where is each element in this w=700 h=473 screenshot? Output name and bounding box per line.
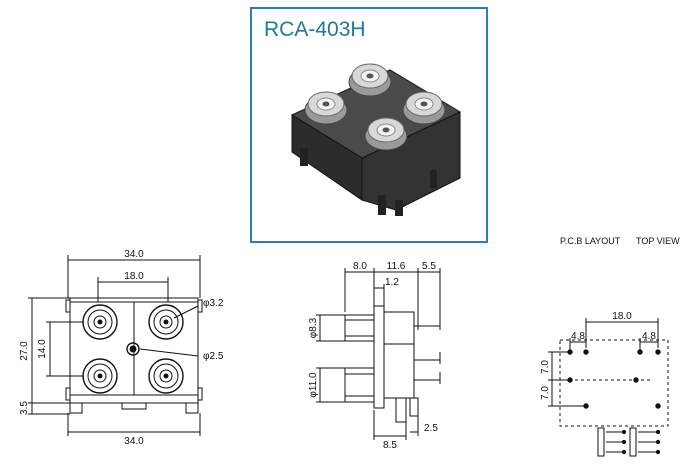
front-dim-hole: φ3.2 (203, 298, 224, 309)
pcb-dim-right: 4.8 (642, 331, 656, 342)
front-dim-base: 3.5 (19, 401, 30, 415)
side-dim-d: 1.2 (385, 277, 399, 288)
jack-3-icon (402, 91, 446, 125)
jack-4-icon (364, 117, 408, 151)
pcb-dim-row1: 7.0 (540, 360, 551, 374)
front-dim-span: 18.0 (124, 271, 144, 282)
side-dim-b: 11.6 (387, 261, 406, 272)
front-dim-width: 34.0 (124, 249, 144, 260)
pcb-dim-left: 4.8 (571, 331, 585, 342)
side-dim-upper-dia: φ8.3 (308, 317, 319, 338)
pcb-dim-width: 18.0 (612, 311, 632, 322)
side-dim-lower-dia: φ11.0 (308, 372, 319, 398)
side-view-labels: 8.0 11.6 5.5 1.2 φ8.3 φ11.0 8.5 2.5 (308, 261, 438, 451)
front-view (28, 255, 203, 436)
side-dim-bottom-b: 2.5 (424, 423, 438, 434)
side-dim-bottom-a: 8.5 (383, 440, 397, 451)
side-dim-c: 5.5 (422, 261, 436, 272)
product-photo (290, 63, 462, 216)
jack-2-icon (348, 63, 392, 97)
front-dim-bottom: 34.0 (124, 436, 144, 447)
pcb-layout-label: P.C.B LAYOUT (560, 236, 621, 246)
front-dim-height: 27.0 (19, 341, 30, 361)
product-title: RCA-403H (264, 18, 366, 41)
jack-1-icon (304, 91, 348, 125)
pcb-dim-row2: 7.0 (540, 386, 551, 400)
side-view (316, 268, 441, 440)
pcb-view (548, 318, 669, 457)
front-view-labels: 34.0 18.0 φ3.2 φ2.5 27.0 14.0 3.5 34.0 (19, 249, 224, 447)
front-dim-small-hole: φ2.5 (203, 351, 224, 362)
side-dim-a: 8.0 (353, 261, 367, 272)
front-dim-pitch: 14.0 (37, 339, 48, 359)
pcb-view-labels: 18.0 4.8 4.8 7.0 7.0 (540, 311, 656, 400)
top-view-label: TOP VIEW (636, 236, 680, 246)
